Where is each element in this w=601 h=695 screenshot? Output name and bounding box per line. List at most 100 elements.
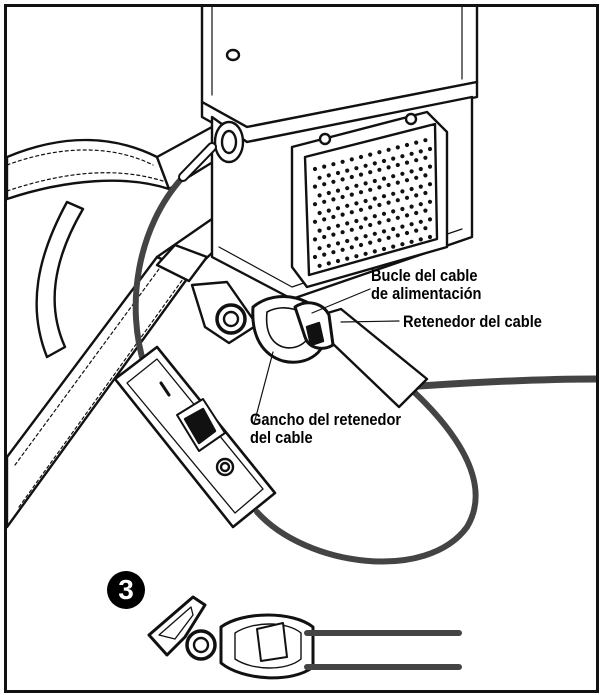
vent-hole <box>382 212 386 216</box>
vent-hole <box>327 191 331 195</box>
vent-hole <box>313 237 317 241</box>
vent-hole <box>331 197 335 201</box>
vent-hole <box>414 229 418 233</box>
vent-hole <box>322 200 326 204</box>
vent-hole <box>423 191 427 195</box>
vent-hole <box>382 247 386 251</box>
vent-hole <box>354 237 358 241</box>
vent-hole <box>391 245 395 249</box>
vent-hole <box>318 264 322 268</box>
inset-detail <box>149 597 459 678</box>
vent-hole <box>359 190 363 194</box>
vent-hole <box>423 173 427 177</box>
vent-hole <box>382 159 386 163</box>
vent-hole <box>423 156 427 160</box>
illustration-frame: Bucle del cable de alimentación Retenedo… <box>4 4 599 693</box>
vent-hole <box>318 176 322 180</box>
vent-hole <box>341 177 345 181</box>
label-retainer-hook-line2: del cable <box>250 429 401 447</box>
vent-hole <box>368 170 372 174</box>
vent-hole <box>423 209 427 213</box>
vent-hole <box>345 169 349 173</box>
vent-hole <box>354 184 358 188</box>
vent-hole <box>359 225 363 229</box>
vent-hole <box>391 174 395 178</box>
vent-hole <box>391 192 395 196</box>
label-power-cord-loop-line2: de alimentación <box>371 285 481 303</box>
vent-hole <box>373 249 377 253</box>
vent-hole <box>359 173 363 177</box>
label-power-cord-loop-line1: Bucle del cable <box>371 267 481 285</box>
vent-hole <box>364 252 368 256</box>
vent-hole <box>387 148 391 152</box>
vent-hole <box>313 202 317 206</box>
vent-hole <box>410 240 414 244</box>
label-cord-retainer: Retenedor del cable <box>403 313 542 331</box>
vent-hole <box>318 246 322 250</box>
vent-hole <box>419 202 423 206</box>
vent-hole <box>373 161 377 165</box>
vent-hole <box>354 219 358 223</box>
vent-hole <box>345 186 349 190</box>
vent-hole <box>414 211 418 215</box>
vent-hole <box>368 205 372 209</box>
vent-hole <box>318 193 322 197</box>
vent-hole <box>331 215 335 219</box>
vent-hole <box>341 230 345 234</box>
vent-hole <box>410 152 414 156</box>
vent-hole <box>414 141 418 145</box>
vent-hole <box>387 236 391 240</box>
vent-hole <box>327 261 331 265</box>
vent-hole <box>382 229 386 233</box>
vent-hole <box>359 155 363 159</box>
vent-hole <box>419 149 423 153</box>
vent-hole <box>377 185 381 189</box>
vent-hole <box>336 171 340 175</box>
vent-hole <box>377 150 381 154</box>
vent-hole <box>350 193 354 197</box>
vent-hole <box>322 182 326 186</box>
vent-hole <box>354 166 358 170</box>
vent-hole <box>350 175 354 179</box>
vent-hole <box>423 138 427 142</box>
vent-hole <box>373 214 377 218</box>
vent-hole <box>405 178 409 182</box>
vent-hole <box>400 225 404 229</box>
vent-hole <box>350 245 354 249</box>
vent-hole <box>345 257 349 261</box>
vent-hole <box>331 180 335 184</box>
vent-hole <box>322 217 326 221</box>
vent-hole <box>400 242 404 246</box>
vent-hole <box>410 187 414 191</box>
vent-hole <box>423 226 427 230</box>
vent-hole <box>322 235 326 239</box>
vent-hole <box>405 231 409 235</box>
vent-hole <box>410 205 414 209</box>
retainer-hook <box>192 282 333 362</box>
vent-hole <box>354 201 358 205</box>
vent-hole <box>377 221 381 225</box>
label-retainer-hook-line1: Gancho del retenedor <box>250 411 401 429</box>
vent-hole <box>428 217 432 221</box>
vent-hole <box>359 243 363 247</box>
vent-hole <box>327 244 331 248</box>
vent-hole <box>396 198 400 202</box>
vent-hole <box>405 213 409 217</box>
vent-hole <box>345 239 349 243</box>
vent-hole <box>364 164 368 168</box>
vent-hole <box>396 145 400 149</box>
vent-hole <box>313 220 317 224</box>
vent-hole <box>368 241 372 245</box>
vent-hole <box>313 185 317 189</box>
vent-hole <box>419 185 423 189</box>
vent-hole <box>419 167 423 171</box>
vent-hole <box>391 157 395 161</box>
vent-hole <box>387 165 391 169</box>
vent-hole <box>341 248 345 252</box>
vent-hole <box>313 167 317 171</box>
vent-hole <box>400 154 404 158</box>
vent-hole <box>364 181 368 185</box>
vent-hole <box>327 209 331 213</box>
vent-hole <box>410 222 414 226</box>
vent-hole <box>313 255 317 259</box>
